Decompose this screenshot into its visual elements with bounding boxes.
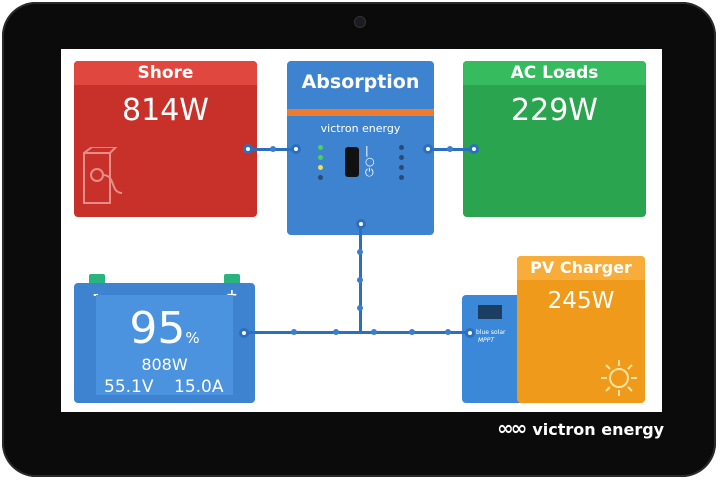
shore-tile[interactable]: Shore 814W [74,61,257,217]
inverter-charger-tile[interactable]: Absorption victron energy |○⏻ [287,61,434,235]
pv-charger-title: PV Charger [517,256,645,280]
inverter-dc-connector [356,219,366,229]
inverter-brand: victron energy [320,122,401,135]
sun-icon [601,360,637,396]
battery-body: 95% 808W 55.1V 15.0A [96,295,233,397]
mppt-connector [465,328,475,338]
inverter-ac-in-connector [291,144,301,154]
pv-charger-power: 245W [547,288,615,314]
mppt-brand: blue solar [476,329,506,336]
shore-power: 814W [122,93,209,128]
inverter-stripe [287,109,434,116]
pv-charger-tile[interactable]: PV Charger 245W [517,256,645,403]
mppt-device-graphic: blue solar MPPT [462,295,520,403]
inverter-state: Absorption [301,71,420,93]
flow-dot [357,277,363,283]
flow-dot [447,146,453,152]
battery-current: 15.0A [174,377,224,397]
battery-tile[interactable]: - + 95% 808W 55.1V 15.0A [74,274,255,403]
mppt-type: MPPT [478,337,495,344]
flow-dot [357,249,363,255]
shore-title: Shore [74,61,257,85]
front-camera [354,16,366,28]
battery-plus-terminal [224,274,240,283]
bulk-led [318,155,323,160]
inverter-led-1 [399,145,404,150]
dc-bus-line [247,331,468,334]
battery-minus-terminal [89,274,105,283]
battery-connector [239,328,249,338]
screen: Shore 814W Absorption victron energy |○⏻ [61,49,662,412]
float-led [318,175,323,180]
flow-dot [371,329,377,335]
mains-led [318,145,323,150]
shore-connector [243,144,253,154]
victron-logo-icon: ∞∞ [497,416,527,440]
inverter-led-4 [399,175,404,180]
device-logo: ∞∞victron energy [497,416,665,440]
battery-soc: 95% [129,303,200,354]
ac-loads-tile[interactable]: AC Loads 229W [463,61,646,217]
flow-dot [445,329,451,335]
battery-voltage: 55.1V [104,377,154,397]
flow-dot [333,329,339,335]
flow-dot [357,305,363,311]
flow-dot [291,329,297,335]
mppt-display [478,305,502,319]
ac-loads-power: 229W [511,93,598,128]
shore-plug-icon [83,147,123,204]
inverter-ac-out-connector [423,144,433,154]
loads-connector [469,144,479,154]
absorption-led [318,165,323,170]
mode-switch[interactable] [345,147,359,177]
flow-dot [409,329,415,335]
ac-loads-title: AC Loads [463,61,646,85]
inverter-led-2 [399,155,404,160]
battery-power: 808W [141,355,188,374]
flow-dot [270,146,276,152]
touch-display-bezel: Shore 814W Absorption victron energy |○⏻ [2,2,716,477]
power-icon: |○⏻ [365,144,375,179]
inverter-led-3 [399,165,404,170]
minus-sign: - [93,287,99,303]
